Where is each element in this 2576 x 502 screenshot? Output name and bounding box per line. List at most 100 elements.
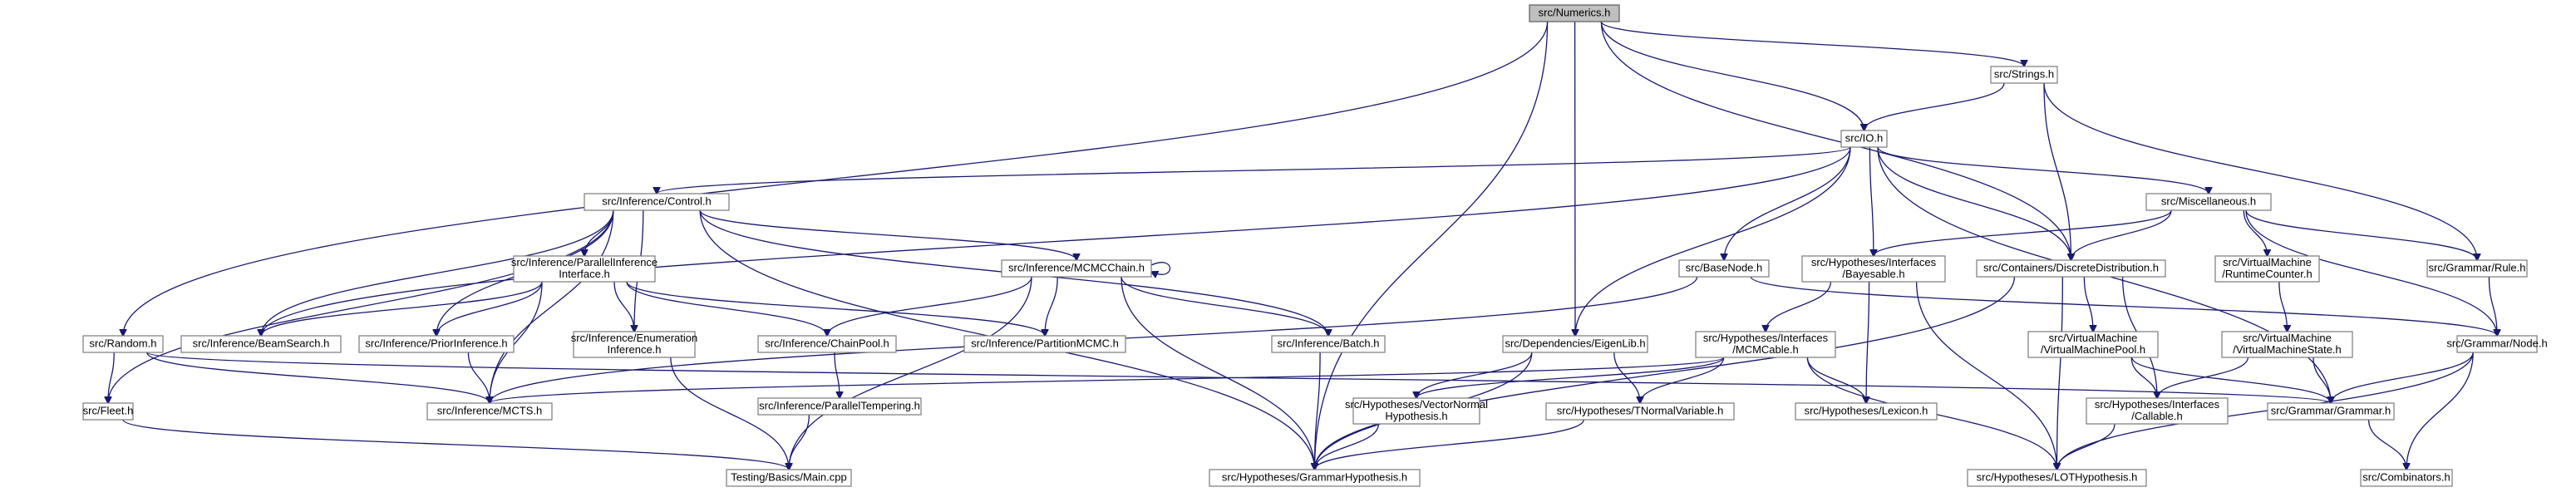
node-box (426, 402, 553, 421)
node-box (2426, 259, 2528, 278)
node-box (1545, 402, 1735, 421)
node-prior[interactable]: src/Inference/PriorInference.h (358, 335, 515, 353)
node-label: Hypothesis.h (1385, 410, 1447, 422)
node-main[interactable]: Testing/Basics/Main.cpp (726, 469, 852, 487)
node-label: src/Inference/MCTS.h (437, 404, 542, 416)
node-mcts[interactable]: src/Inference/MCTS.h (426, 402, 553, 421)
node-bayesable[interactable]: src/Hypotheses/Interfaces/Bayesable.h (1801, 255, 1946, 283)
node-box (358, 335, 515, 353)
node-vmpool[interactable]: src/VirtualMachine/VirtualMachinePool.h (2027, 331, 2159, 358)
node-box (2267, 402, 2395, 421)
node-label: src/VirtualMachine (2243, 332, 2332, 344)
node-control[interactable]: src/Inference/Control.h (584, 193, 730, 211)
node-vmstate[interactable]: src/VirtualMachine/VirtualMachineState.h (2221, 331, 2353, 358)
edge-mcmcable-to-mcts (490, 357, 1725, 403)
node-label: src/Inference/ParallelTempering.h (759, 399, 920, 411)
node-box (2456, 335, 2538, 353)
node-label: src/Dependencies/EigenLib.h (1505, 337, 1645, 349)
node-batch[interactable]: src/Inference/Batch.h (1271, 335, 1386, 353)
edge-bayesable-to-lexicon (1866, 281, 1869, 403)
node-combinators[interactable]: src/Combinators.h (2360, 469, 2453, 487)
node-label: Inference.h (607, 343, 661, 356)
node-label: src/Combinators.h (2362, 470, 2450, 483)
node-label: src/Inference/ChainPool.h (765, 337, 889, 349)
node-beam[interactable]: src/Inference/BeamSearch.h (180, 335, 342, 353)
node-pii[interactable]: src/Inference/ParallelInferenceInterface… (511, 255, 658, 283)
dependency-edges (108, 21, 2497, 470)
node-label: /MCMCable.h (1732, 343, 1798, 356)
node-grammar[interactable]: src/Grammar/Grammar.h (2267, 402, 2395, 421)
node-label: src/VirtualMachine (2223, 256, 2312, 268)
node-label: src/Hypotheses/VectorNormal (1345, 398, 1488, 411)
node-box (2360, 469, 2453, 487)
node-label: src/Miscellaneous.h (2161, 194, 2256, 207)
node-strings[interactable]: src/Strings.h (1990, 66, 2058, 84)
node-label: src/Inference/PartitionMCMC.h (971, 337, 1119, 349)
node-discdist[interactable]: src/Containers/DiscreteDistribution.h (1976, 259, 2166, 278)
edge-tnormal-to-grammarhyp (1315, 419, 1584, 470)
edge-io-to-misc (1877, 146, 2209, 194)
node-box (82, 402, 134, 421)
edge-strings-to-rule (2043, 82, 2477, 260)
node-label: src/Hypotheses/Interfaces (2095, 398, 2220, 411)
edge-discdist-to-lothyp (2057, 276, 2063, 470)
edge-io-to-basenode (1724, 146, 1851, 260)
node-box (1502, 335, 1648, 353)
node-box (573, 331, 696, 358)
node-box (1001, 259, 1152, 278)
node-mcmcchain[interactable]: src/Inference/MCMCChain.h (1001, 259, 1152, 278)
node-label: src/VirtualMachine (2049, 332, 2138, 344)
node-pmcmc[interactable]: src/Inference/PartitionMCMC.h (963, 335, 1126, 353)
edge-gnode-to-lothyp (2057, 352, 2474, 470)
node-gnode[interactable]: src/Grammar/Node.h (2446, 335, 2548, 353)
node-label: src/Hypotheses/Interfaces (1811, 256, 1937, 268)
edge-fleet-to-main (122, 419, 789, 470)
edge-pii-to-pmcmc (626, 281, 1045, 336)
edge-control-to-beam (261, 209, 614, 336)
node-ptemper[interactable]: src/Inference/ParallelTempering.h (757, 397, 922, 416)
node-random[interactable]: src/Random.h (82, 335, 164, 353)
node-label: /RuntimeCounter.h (2222, 268, 2312, 280)
node-box (1678, 259, 1770, 278)
edge-numerics-to-grammarhyp (1315, 21, 1549, 470)
node-tnormal[interactable]: src/Hypotheses/TNormalVariable.h (1545, 402, 1735, 421)
edge-mcmcchain-to-batch (1121, 276, 1328, 336)
edge-enumeration-to-main (670, 357, 789, 470)
node-box (1209, 469, 1421, 487)
node-lexicon[interactable]: src/Hypotheses/Lexicon.h (1795, 402, 1938, 421)
node-box (757, 397, 922, 416)
node-label: src/Inference/Batch.h (1278, 337, 1380, 349)
edge-io-to-discdist (1877, 146, 2071, 260)
edge-misc-to-gnode (2245, 209, 2497, 336)
node-numerics[interactable]: src/Numerics.h (1529, 4, 1620, 22)
node-chainpool[interactable]: src/Inference/ChainPool.h (757, 335, 897, 353)
node-callable[interactable]: src/Hypotheses/Interfaces/Callable.h (2086, 397, 2229, 425)
edge-chainpool-to-ptemper (834, 352, 840, 398)
node-label: src/Containers/DiscreteDistribution.h (1983, 261, 2159, 273)
node-mcmcable[interactable]: src/Hypotheses/Interfaces/MCMCable.h (1695, 331, 1836, 358)
node-rule[interactable]: src/Grammar/Rule.h (2426, 259, 2528, 278)
node-runtime[interactable]: src/VirtualMachine/RuntimeCounter.h (2214, 255, 2320, 283)
node-label: Interface.h (559, 268, 609, 280)
node-fleet[interactable]: src/Fleet.h (82, 402, 134, 421)
edge-io-to-bayesable (1869, 146, 1874, 256)
node-grammarhyp[interactable]: src/Hypotheses/GrammarHypothesis.h (1209, 469, 1421, 487)
edge-vmstate-to-callable (2157, 357, 2249, 398)
edge-runtime-to-vmstate (2278, 281, 2288, 332)
edge-grammar-to-combinators (2367, 419, 2406, 470)
node-box (1801, 255, 1946, 283)
edge-mcmcchain-to-grammarhyp (1121, 276, 1315, 470)
node-eigenlib[interactable]: src/Dependencies/EigenLib.h (1502, 335, 1648, 353)
node-box (963, 335, 1126, 353)
node-basenode[interactable]: src/BaseNode.h (1678, 259, 1770, 278)
node-io[interactable]: src/IO.h (1840, 130, 1888, 148)
node-box (1352, 397, 1480, 425)
edge-gnode-to-combinators (2406, 352, 2474, 470)
node-label: src/Inference/BeamSearch.h (193, 337, 330, 349)
node-lothyp[interactable]: src/Hypotheses/LOTHypothesis.h (1967, 469, 2147, 487)
node-label: src/Inference/Control.h (602, 194, 712, 207)
node-misc[interactable]: src/Miscellaneous.h (2145, 193, 2272, 211)
node-box (726, 469, 852, 487)
